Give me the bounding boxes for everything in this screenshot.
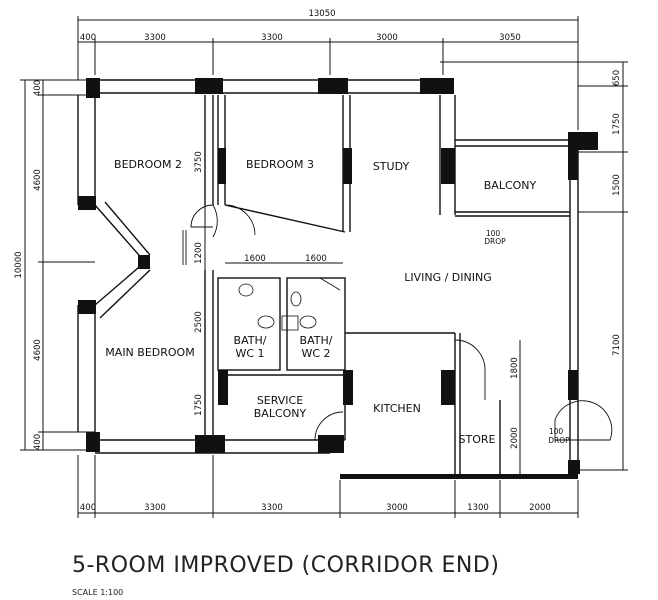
- dim-right-4: 7100: [612, 334, 622, 356]
- room-kitchen: KITCHEN: [373, 402, 421, 415]
- room-bedroom-3: BEDROOM 3: [246, 158, 314, 171]
- room-living-dining: LIVING / DINING: [404, 271, 492, 284]
- room-study: STUDY: [373, 160, 410, 173]
- room-main-bedroom: MAIN BEDROOM: [105, 346, 194, 359]
- dim-bottom-4: 3000: [386, 503, 408, 513]
- plan-scale: SCALE 1:100: [72, 588, 124, 597]
- bottom-wall: [340, 474, 578, 479]
- room-balcony: BALCONY: [484, 179, 537, 192]
- dim-overall-width: 13050: [308, 9, 335, 19]
- room-bath-2-line1: BATH/: [300, 334, 333, 347]
- dim-top-4: 3000: [376, 33, 398, 43]
- room-bath-1-line1: BATH/: [234, 334, 267, 347]
- drop-bottom-value: 100: [549, 427, 564, 436]
- dim-right-3: 1500: [612, 174, 622, 196]
- dim-bath-1: 1600: [244, 254, 266, 264]
- dim-bath-2: 1600: [305, 254, 327, 264]
- dim-left-1: 400: [33, 80, 43, 96]
- plan-title: 5-ROOM IMPROVED (CORRIDOR END): [72, 553, 500, 578]
- room-service-line1: SERVICE: [257, 394, 303, 407]
- room-service-line2: BALCONY: [254, 407, 307, 420]
- dim-bottom-1: 400: [80, 503, 96, 513]
- dim-inner-3: 2500: [194, 311, 204, 333]
- dim-inner-2: 1200: [194, 242, 204, 264]
- dim-top-5: 3050: [499, 33, 521, 43]
- dim-bottom-5: 1300: [467, 503, 489, 513]
- drop-bottom-label: DROP: [548, 436, 570, 445]
- dim-right-1: 650: [612, 70, 622, 86]
- dim-kitchen-2: 2000: [510, 427, 520, 449]
- room-store: STORE: [459, 433, 496, 446]
- room-bedroom-2: BEDROOM 2: [114, 158, 182, 171]
- dim-bottom-3: 3300: [261, 503, 283, 513]
- dim-left-2: 4600: [33, 169, 43, 191]
- dim-inner-1: 3750: [194, 151, 204, 173]
- dim-left-3: 4600: [33, 339, 43, 361]
- dim-inner-4: 1750: [194, 394, 204, 416]
- dim-kitchen-1: 1800: [510, 357, 520, 379]
- dim-right-2: 1750: [612, 113, 622, 135]
- dim-bottom-2: 3300: [144, 503, 166, 513]
- dim-overall-height: 10000: [14, 251, 24, 278]
- dim-top-2: 3300: [144, 33, 166, 43]
- drop-top-value: 100: [486, 229, 501, 238]
- dim-top-3: 3300: [261, 33, 283, 43]
- room-bath-2-line2: WC 2: [301, 347, 330, 360]
- dim-left-4: 400: [33, 434, 43, 450]
- room-bath-1-line2: WC 1: [235, 347, 264, 360]
- dim-bottom-6: 2000: [529, 503, 551, 513]
- drop-top-label: DROP: [484, 237, 506, 246]
- dim-top-1: 400: [80, 33, 96, 43]
